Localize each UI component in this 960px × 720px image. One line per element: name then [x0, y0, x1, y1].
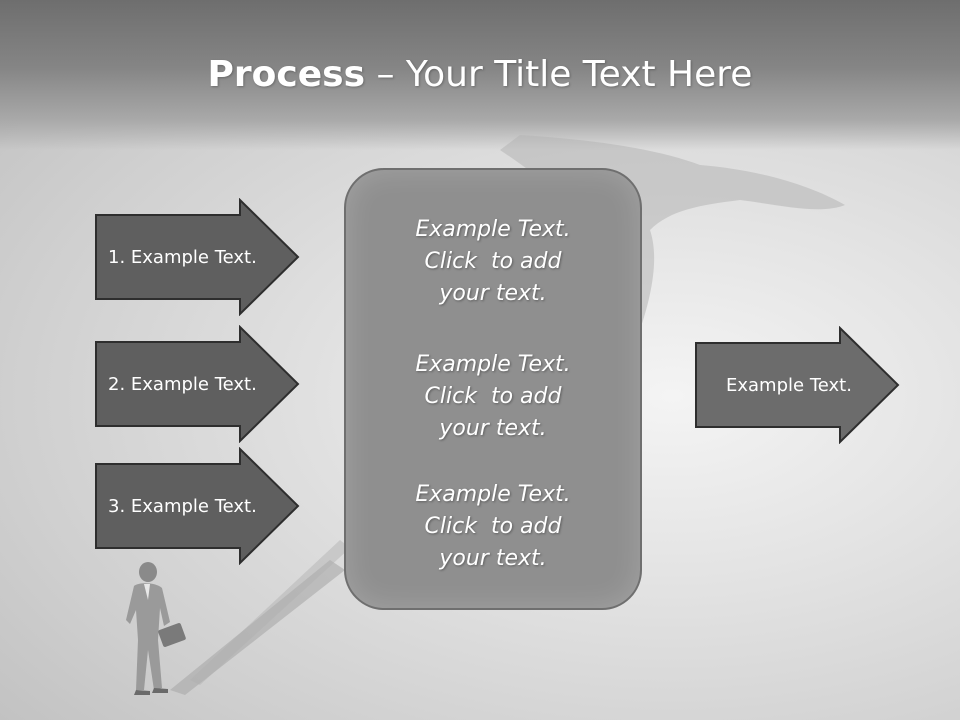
- center-block-3-line3: your text.: [439, 546, 547, 571]
- right-arrow[interactable]: Example Text.: [694, 326, 900, 444]
- page-title: Process – Your Title Text Here: [0, 52, 960, 98]
- right-arrow-label: Example Text.: [726, 374, 852, 396]
- title-rest: – Your Title Text Here: [365, 54, 753, 95]
- center-block-1-line1: Example Text.: [415, 217, 571, 242]
- left-arrow-1-label: 1. Example Text.: [108, 246, 257, 268]
- left-arrow-2[interactable]: 2. Example Text.: [94, 325, 300, 443]
- center-block-2-line1: Example Text.: [415, 352, 571, 377]
- center-text-box[interactable]: Example Text. Click to add your text. Ex…: [344, 168, 642, 610]
- left-arrow-2-label: 2. Example Text.: [108, 373, 257, 395]
- arrow-right-icon: [695, 326, 900, 444]
- businessman-graphic: [126, 562, 186, 695]
- center-block-3-line1: Example Text.: [415, 482, 571, 507]
- center-block-2-line2: Click to add: [424, 384, 562, 409]
- left-arrow-3[interactable]: 3. Example Text.: [94, 447, 300, 565]
- arrow-right-icon: [95, 447, 300, 565]
- left-arrow-1[interactable]: 1. Example Text.: [94, 198, 300, 316]
- center-block-1-line2: Click to add: [424, 249, 562, 274]
- center-block-1-line3: your text.: [439, 281, 547, 306]
- center-block-3-line2: Click to add: [424, 514, 562, 539]
- left-arrow-3-label: 3. Example Text.: [108, 495, 257, 517]
- center-block-2-line3: your text.: [439, 416, 547, 441]
- center-block-2: Example Text. Click to add your text.: [346, 349, 640, 445]
- center-block-1: Example Text. Click to add your text.: [346, 214, 640, 310]
- arrow-right-icon: [95, 325, 300, 443]
- title-bar: [0, 0, 960, 150]
- arrow-right-icon: [95, 198, 300, 316]
- title-bold: Process: [207, 54, 366, 95]
- center-block-3: Example Text. Click to add your text.: [346, 479, 640, 575]
